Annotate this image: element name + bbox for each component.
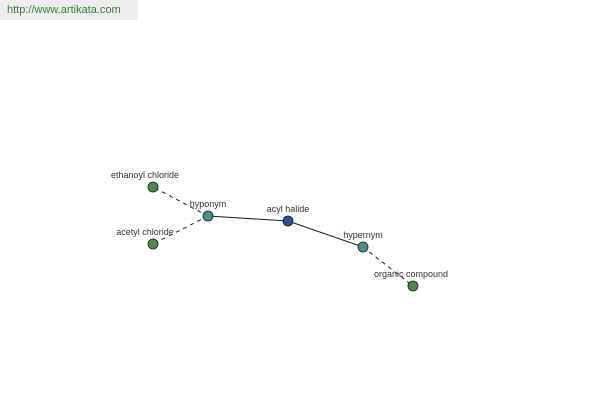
edge-acyl-halide-hyponym (207, 215, 289, 222)
url-banner: http://www.artikata.com (0, 0, 138, 20)
node-label-acyl-halide: acyl halide (267, 204, 310, 214)
node-dot-acyl-halide[interactable] (282, 215, 294, 227)
node-dot-hyponym[interactable] (202, 210, 214, 222)
site-url-link[interactable]: http://www.artikata.com (7, 4, 121, 16)
node-dot-hypernym[interactable] (357, 241, 369, 253)
graph-nodes: acyl halide hyponym hypernym ethanoyl chlor… (111, 170, 448, 292)
node-organic-compound[interactable]: organic compound (374, 269, 448, 292)
node-label-ethanoyl-chloride: ethanoyl chloride (111, 170, 179, 180)
node-dot-ethanoyl-chloride[interactable] (147, 181, 159, 193)
node-dot-acetyl-chloride[interactable] (147, 238, 159, 250)
node-dot-organic-compound[interactable] (407, 280, 419, 292)
graph-edges (152, 186, 414, 287)
node-acetyl-chloride[interactable]: acetyl chloride (116, 227, 174, 250)
edge-hypernym-organic-compound (362, 246, 414, 287)
node-label-hypernym: hypernym (343, 230, 383, 240)
node-label-acetyl-chloride: acetyl chloride (116, 227, 174, 237)
node-label-organic-compound: organic compound (374, 269, 448, 279)
edge-acyl-halide-hypernym (287, 220, 364, 248)
node-acyl-halide[interactable]: acyl halide (267, 204, 310, 227)
node-hyponym[interactable]: hyponym (190, 199, 227, 222)
edge-hyponym-acetyl-chloride (152, 215, 209, 245)
node-hypernym[interactable]: hypernym (343, 230, 383, 253)
edge-hyponym-ethanoyl-chloride (152, 186, 209, 217)
node-ethanoyl-chloride[interactable]: ethanoyl chloride (111, 170, 179, 193)
node-label-hyponym: hyponym (190, 199, 227, 209)
